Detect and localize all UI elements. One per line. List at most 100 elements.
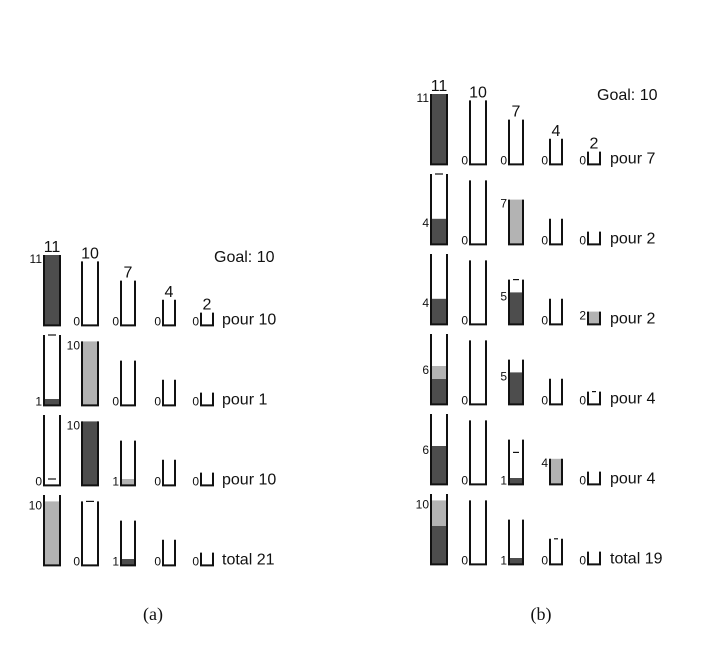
jar: 0: [541, 538, 563, 567]
jar-outline: [587, 151, 601, 166]
jar: 0: [461, 180, 487, 247]
jar: 0: [541, 218, 563, 247]
water-light: [588, 311, 600, 325]
jar: 0: [579, 151, 601, 167]
jar: 4: [422, 173, 448, 246]
jar-outline: [200, 392, 214, 407]
jar-amount-label: 0: [579, 233, 586, 247]
jar: 0: [579, 231, 601, 247]
jar-amount-label: 4: [541, 456, 548, 470]
jar-amount-label: 0: [192, 554, 199, 568]
jar-amount-label: 1: [112, 474, 119, 488]
jar: 4: [541, 456, 563, 486]
jar-amount-label: 0: [461, 233, 468, 247]
jar: 0: [73, 500, 99, 568]
jar-amount-label: 11: [30, 252, 43, 266]
step-action-label: pour 1: [222, 391, 267, 408]
panel-caption: (b): [531, 604, 552, 625]
jar-outline: [508, 359, 524, 406]
jar: 1: [500, 519, 524, 567]
step-action-label: pour 10: [222, 311, 276, 328]
jar-outline: [430, 254, 448, 326]
jar-outline: [508, 439, 524, 486]
capacity-header: 7: [124, 265, 133, 282]
water-light: [82, 341, 98, 406]
jar-outline: [81, 501, 99, 567]
jar-outline: [120, 520, 136, 567]
jar-outline: [81, 341, 99, 407]
jar-amount-label: 6: [422, 363, 429, 377]
jar-outline: [430, 494, 448, 566]
jar: 1: [112, 520, 136, 568]
water-dark: [431, 218, 447, 245]
jar: 7: [500, 197, 524, 246]
jar: 11: [30, 252, 61, 327]
capacity-header: 10: [469, 84, 487, 101]
step-action-label: pour 7: [610, 150, 655, 167]
jar: 11: [417, 91, 448, 166]
jar-outline: [162, 459, 176, 487]
water-light: [509, 199, 523, 245]
jar-amount-label: 1: [500, 553, 507, 567]
jar-amount-label: 0: [461, 153, 468, 167]
jar-amount-label: 0: [192, 474, 199, 488]
water-dark: [509, 292, 523, 325]
jar: 0: [154, 539, 176, 568]
jar-outline: [200, 312, 214, 327]
jar: 0: [461, 500, 487, 567]
jar-amount-label: 10: [67, 338, 81, 352]
jar: 0: [192, 312, 214, 328]
jar-amount-label: 0: [579, 393, 586, 407]
jar: 0: [154, 379, 176, 408]
goal-label: Goal: 10: [214, 249, 275, 266]
jar-amount-label: 0: [541, 153, 548, 167]
jar: 10: [416, 494, 448, 566]
jar: 0: [579, 391, 601, 407]
jar-outline: [587, 391, 601, 406]
jar: 0: [192, 392, 214, 408]
jar-outline: [43, 255, 61, 327]
jar-outline: [469, 180, 487, 246]
jar-outline: [469, 340, 487, 406]
jar: 1: [35, 334, 61, 408]
jar: 6: [422, 334, 448, 406]
jar-amount-label: 0: [154, 394, 161, 408]
jar-amount-label: 0: [112, 394, 119, 408]
jar-outline: [120, 440, 136, 487]
capacity-header: 4: [165, 284, 174, 301]
water-dark: [431, 298, 447, 325]
water-dark: [82, 421, 98, 486]
goal-label: Goal: 10: [597, 87, 658, 104]
jar: 0: [73, 261, 99, 328]
jar-amount-label: 0: [192, 314, 199, 328]
jar: 0: [461, 260, 487, 327]
water-dark: [431, 446, 447, 485]
jar-outline: [508, 199, 524, 246]
water-light: [431, 366, 447, 379]
jar-outline: [469, 100, 487, 166]
jar-amount-label: 10: [29, 498, 43, 512]
jar-amount-label: 6: [422, 443, 429, 457]
jar-amount-label: 2: [579, 309, 586, 323]
jar-amount-label: 0: [541, 313, 548, 327]
jar: 0: [461, 420, 487, 487]
jar-outline: [81, 421, 99, 487]
water-dark: [44, 399, 60, 406]
jar: 0: [112, 280, 136, 328]
jar-amount-label: 0: [35, 474, 42, 488]
jar: 0: [541, 378, 563, 407]
jar-amount-label: 11: [417, 91, 430, 105]
jar-outline: [549, 378, 563, 406]
jar: 10: [29, 495, 61, 567]
step-action-label: total 19: [610, 550, 663, 567]
step-action-label: pour 4: [610, 470, 655, 487]
water-dark: [431, 526, 447, 565]
jar: 10: [67, 338, 99, 407]
jar-outline: [43, 415, 61, 487]
jar-outline: [549, 538, 563, 566]
